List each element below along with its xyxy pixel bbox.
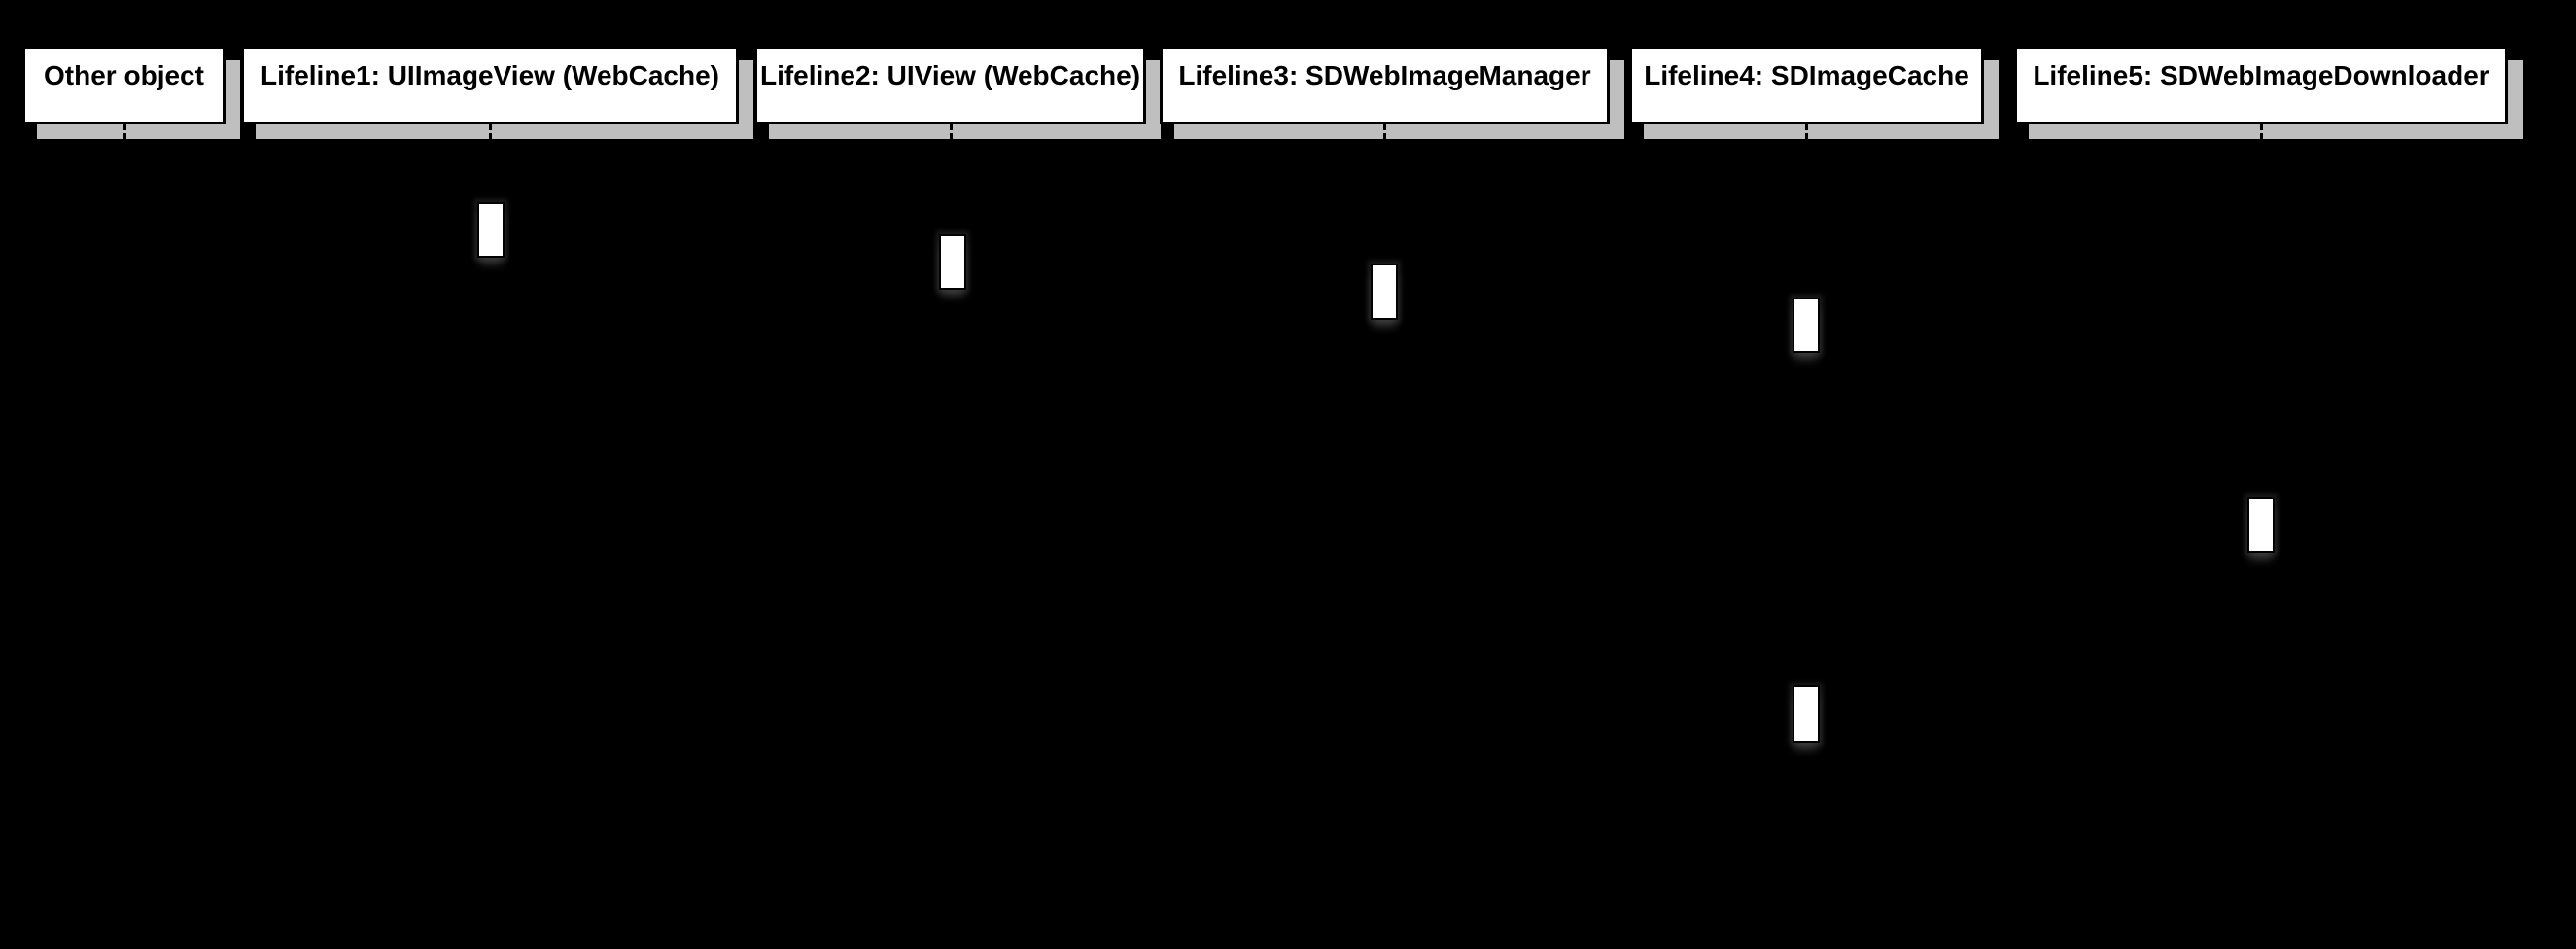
participant-label: Other object bbox=[44, 60, 204, 90]
activation-bar-lifeline4-second bbox=[1793, 685, 1820, 743]
activation-bar-lifeline4 bbox=[1793, 298, 1820, 353]
activation-bar-lifeline3 bbox=[1371, 264, 1398, 320]
participant-label: Lifeline3: SDWebImageManager bbox=[1178, 60, 1591, 90]
lifeline-3-sdwebimagemanager bbox=[1383, 124, 1386, 949]
lifeline-4-sdimagecache bbox=[1805, 124, 1808, 949]
participant-label: Lifeline4: SDImageCache bbox=[1644, 60, 1969, 90]
participant-box-lifeline4: Lifeline4: SDImageCache bbox=[1629, 46, 1984, 124]
activation-bar-lifeline1 bbox=[477, 202, 505, 258]
participant-label: Lifeline1: UIImageView (WebCache) bbox=[261, 60, 719, 90]
lifeline-other-object bbox=[123, 124, 126, 949]
participant-label: Lifeline5: SDWebImageDownloader bbox=[2033, 60, 2489, 90]
participant-box-lifeline3: Lifeline3: SDWebImageManager bbox=[1160, 46, 1610, 124]
participant-box-lifeline2: Lifeline2: UIView (WebCache) bbox=[754, 46, 1146, 124]
participant-box-lifeline1: Lifeline1: UIImageView (WebCache) bbox=[241, 46, 739, 124]
lifeline-2-uiview bbox=[950, 124, 953, 949]
activation-bar-lifeline2 bbox=[939, 234, 966, 290]
participant-box-other-object: Other object bbox=[22, 46, 226, 124]
participant-box-lifeline5: Lifeline5: SDWebImageDownloader bbox=[2014, 46, 2508, 124]
lifeline-1-uiimageview bbox=[489, 124, 492, 949]
activation-bar-lifeline5 bbox=[2247, 497, 2275, 553]
participant-label: Lifeline2: UIView (WebCache) bbox=[759, 60, 1141, 90]
